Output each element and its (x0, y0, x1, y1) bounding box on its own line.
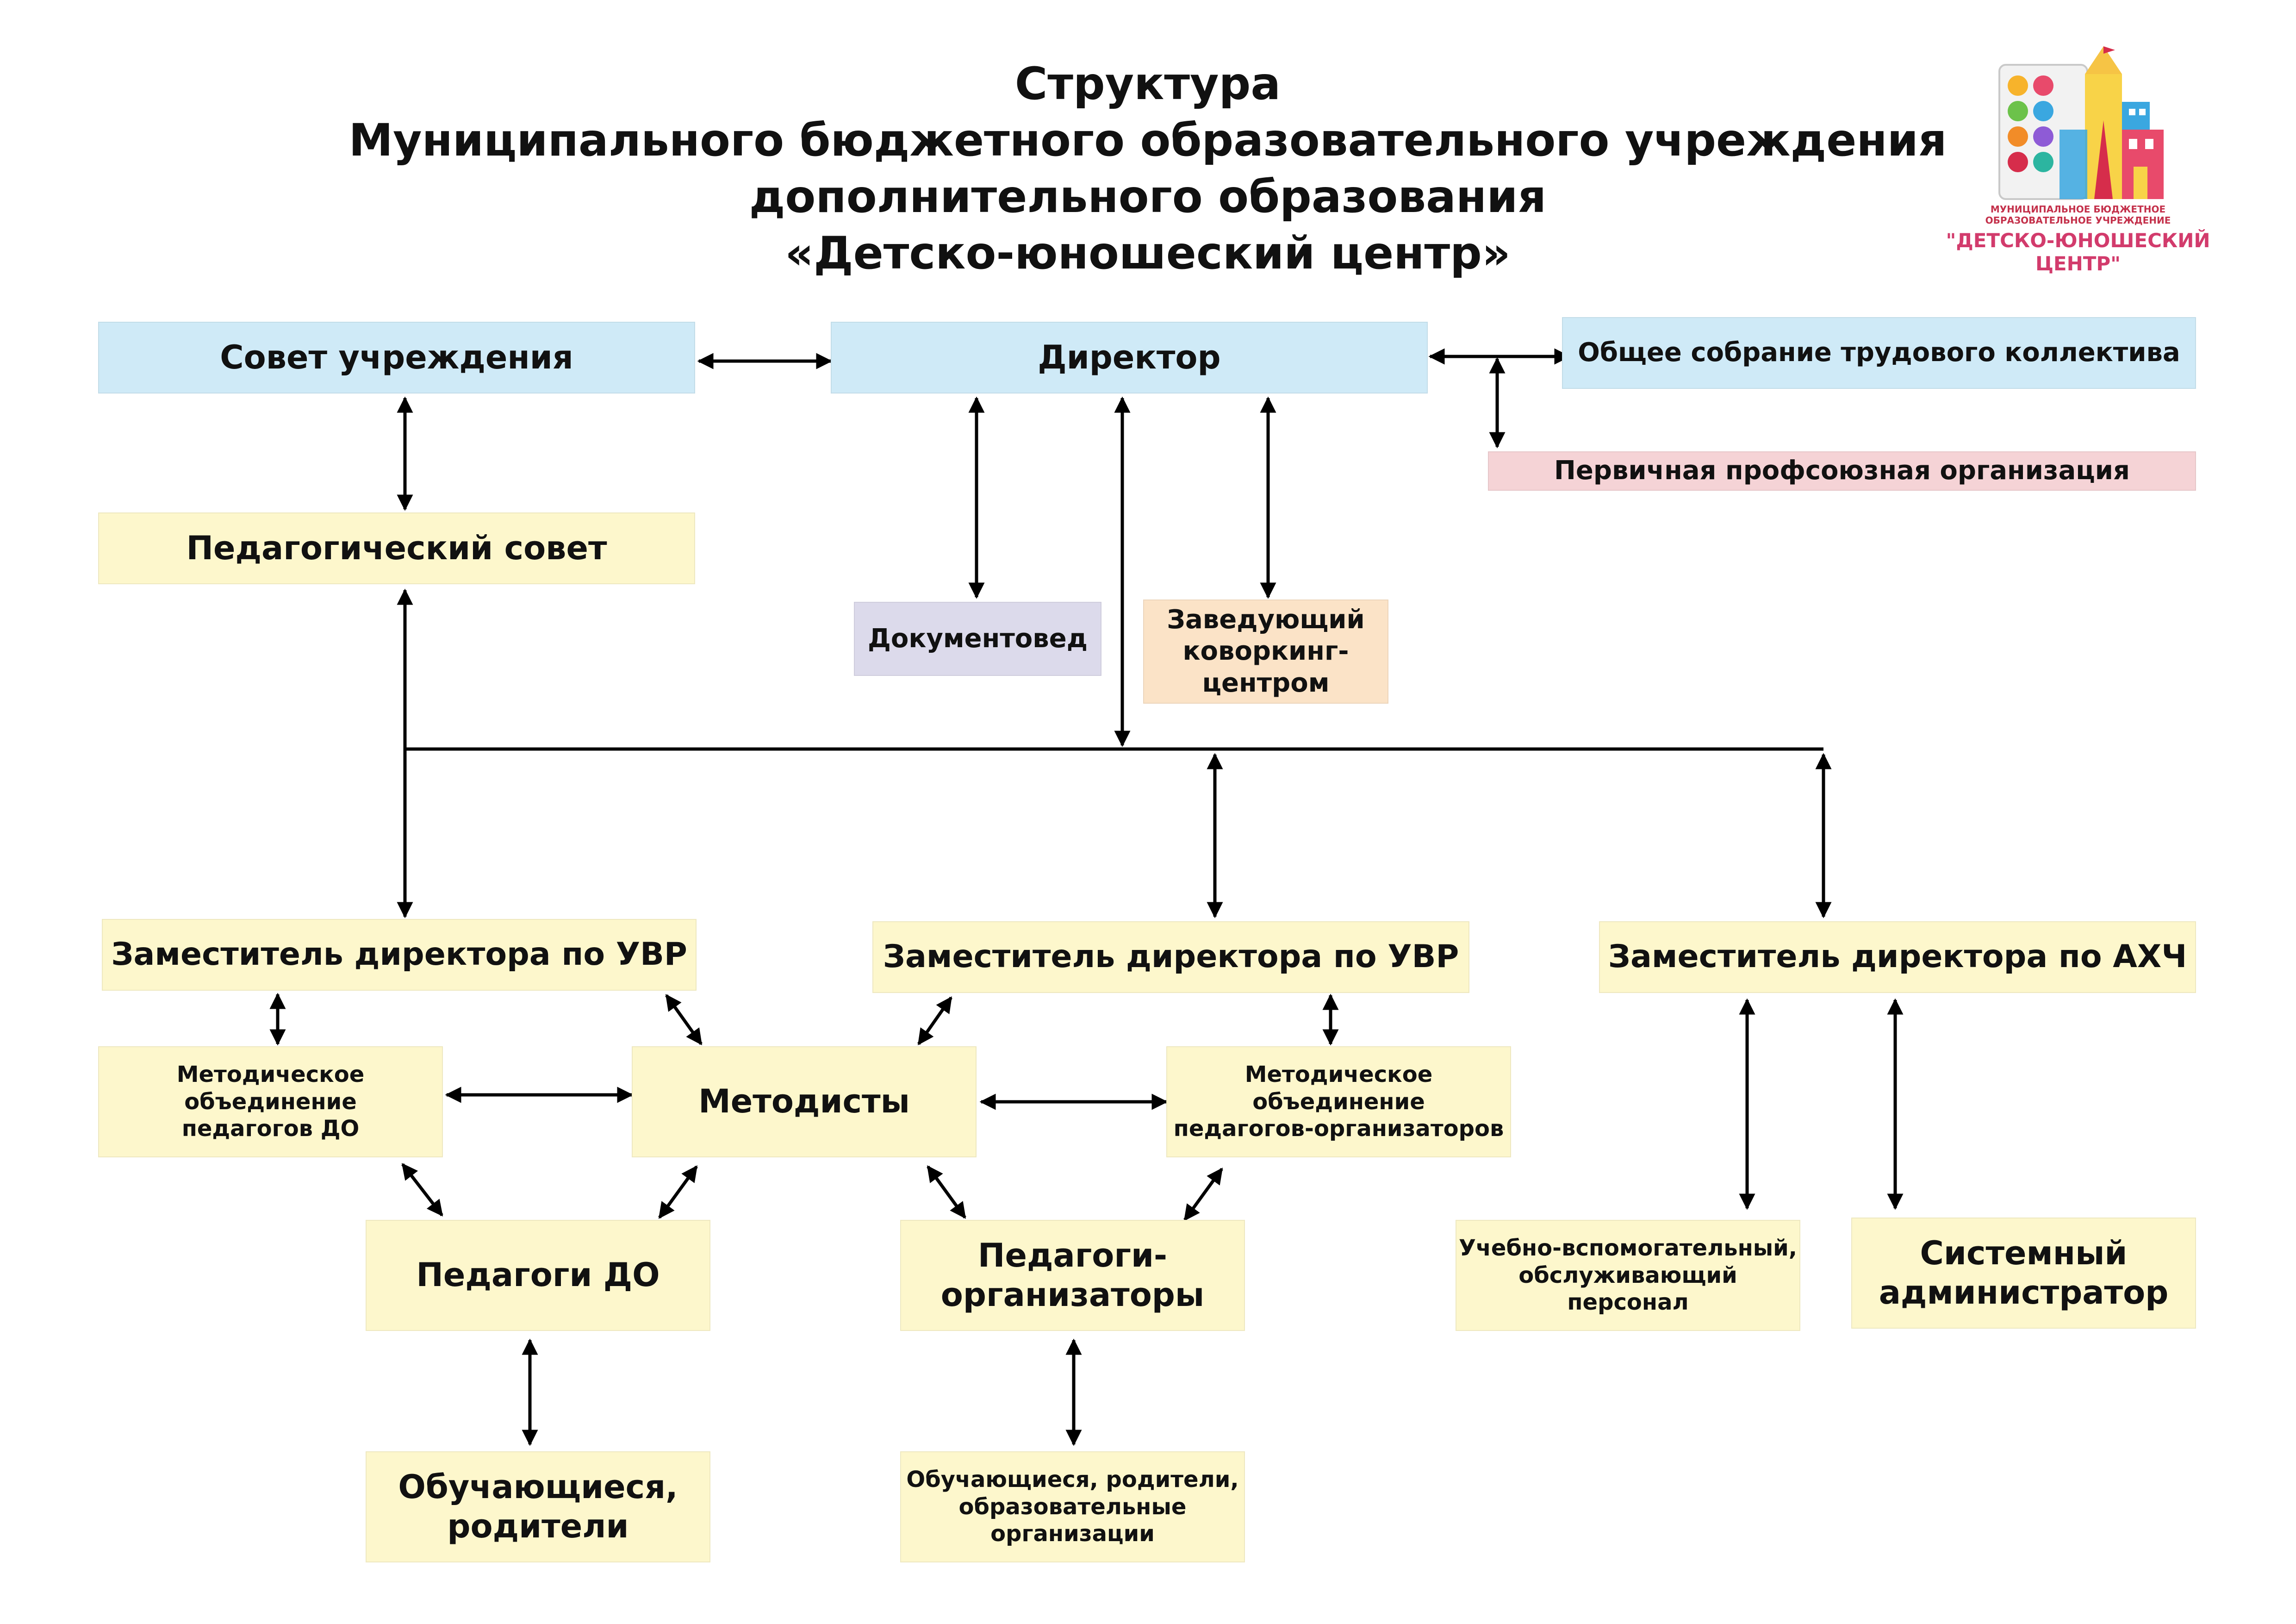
node-ped-council: Педагогический совет (98, 512, 695, 584)
logo: МУНИЦИПАЛЬНОЕ БЮДЖЕТНОЕ ОБРАЗОВАТЕЛЬНОЕ … (1935, 46, 2221, 306)
node-methodists: Методисты (632, 1046, 977, 1157)
title-line-2: Муниципального бюджетного образовательно… (348, 114, 1947, 166)
node-students-parents-orgs: Обучающиеся, родители, образовательные о… (900, 1451, 1245, 1562)
logo-big-line-1: "ДЕТСКО-ЮНОШЕСКИЙ (1946, 229, 2210, 252)
node-director: Директор (831, 322, 1428, 394)
arrow-methodists-teachers-org (927, 1165, 966, 1219)
node-mo-do: Методическое объединение педагогов ДО (98, 1046, 443, 1157)
logo-small-line-2: ОБРАЗОВАТЕЛЬНОЕ УЧРЕЖДЕНИЕ (1985, 215, 2171, 226)
node-doc-manager: Документовед (854, 602, 1101, 676)
arrow-deputy2-methodists (917, 996, 952, 1045)
arrow-mo-org-teachers-org (1183, 1168, 1223, 1221)
node-deputy-ahch: Заместитель директора по АХЧ (1599, 921, 2196, 993)
node-general-meeting: Общее собрание трудового коллектива (1562, 317, 2196, 389)
node-students-parents: Обучающиеся, родители (366, 1451, 710, 1562)
title-line-3: дополнительного образования (749, 171, 1547, 223)
node-council: Совет учреждения (98, 322, 695, 394)
node-deputy-uvr-1: Заместитель директора по УВР (102, 919, 697, 991)
node-deputy-uvr-2: Заместитель директора по УВР (872, 921, 1469, 993)
logo-big-line-2: ЦЕНТР" (2035, 252, 2121, 275)
arrow-mo-do-teachers-do (401, 1163, 443, 1217)
node-mo-org: Методическое объединение педагогов-орган… (1166, 1046, 1511, 1157)
logo-small-line-1: МУНИЦИПАЛЬНОЕ БЮДЖЕТНОЕ (1990, 204, 2166, 215)
node-trade-union: Первичная профсоюзная организация (1488, 451, 2196, 491)
title-line-1: Структура (1014, 58, 1281, 110)
node-support-staff: Учебно-вспомогательный, обслуживающий пе… (1456, 1220, 1800, 1331)
arrow-methodists-teachers-do (658, 1165, 698, 1219)
node-teachers-do: Педагоги ДО (366, 1220, 710, 1331)
logo-caption-small: МУНИЦИПАЛЬНОЕ БЮДЖЕТНОЕ ОБРАЗОВАТЕЛЬНОЕ … (1935, 204, 2221, 226)
castle-palette-logo-icon (1998, 46, 2164, 200)
page-title: Структура Муниципального бюджетного обра… (315, 56, 1981, 281)
arrow-deputy1-methodists (665, 994, 703, 1045)
logo-caption-big: "ДЕТСКО-ЮНОШЕСКИЙ ЦЕНТР" (1935, 229, 2221, 275)
title-line-4: «Детско-юношеский центр» (785, 227, 1511, 279)
node-teachers-org: Педагоги- организаторы (900, 1220, 1245, 1331)
node-sysadmin: Системный администратор (1851, 1218, 2196, 1329)
node-coworking-head: Заведующий коворкинг- центром (1143, 600, 1388, 704)
